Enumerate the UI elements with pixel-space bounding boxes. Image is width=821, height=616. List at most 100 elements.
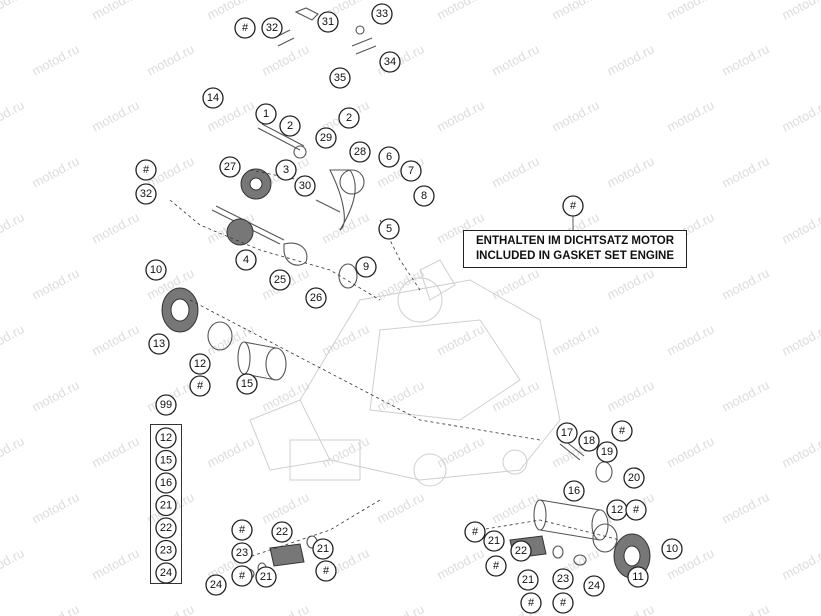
watermark-text: motod.ru — [374, 489, 426, 526]
watermark-text: motod.ru — [719, 377, 771, 414]
part-callout: 29 — [315, 127, 337, 149]
callout-circle — [236, 373, 258, 395]
part-callout: 22 — [271, 521, 293, 543]
callout-circle — [205, 574, 227, 596]
callout-number: 2 — [287, 120, 293, 132]
part-callout: 8 — [413, 185, 435, 207]
kit-callout-circle — [155, 427, 177, 449]
callout-number: 23 — [236, 547, 248, 559]
callout-number: 21 — [317, 543, 329, 555]
callout-circle — [378, 218, 400, 240]
watermark-text: motod.ru — [719, 41, 771, 78]
callout-circle — [623, 467, 645, 489]
callout-number: 20 — [628, 472, 640, 484]
callout-number: 34 — [384, 56, 396, 68]
kit-label: 99 — [155, 394, 177, 416]
part-callout: 15 — [236, 373, 258, 395]
callout-number: 21 — [488, 535, 500, 547]
callout-number: # — [143, 164, 150, 176]
part-callout: 21 — [312, 538, 334, 560]
gasket-set-note: ENTHALTEN IM DICHTSATZ MOTOR INCLUDED IN… — [463, 230, 687, 268]
part-callout: 12 — [189, 353, 211, 375]
callout-circle — [219, 156, 241, 178]
engine-ghost — [249, 259, 561, 487]
callout-circle — [329, 67, 351, 89]
part-callout: 16 — [563, 480, 585, 502]
watermark-text: motod.ru — [259, 601, 311, 616]
callout-number: # — [528, 597, 535, 609]
callout-circle — [135, 159, 157, 181]
callout-circle — [413, 185, 435, 207]
watermark-text: motod.ru — [29, 265, 81, 302]
note-line-2: INCLUDED IN GASKET SET ENGINE — [475, 250, 675, 262]
part-callout: 21 — [483, 530, 505, 552]
callout-circle — [556, 422, 578, 444]
callout-number: 30 — [299, 180, 311, 192]
callout-number: 9 — [363, 261, 369, 273]
callout-number: 5 — [386, 223, 392, 235]
callout-number: 22 — [515, 545, 527, 557]
callout-circle — [483, 530, 505, 552]
note-marker-text: # — [570, 200, 577, 212]
part-callout: 27 — [219, 156, 241, 178]
part-callout: 4 — [235, 249, 257, 271]
callout-circle — [145, 259, 167, 281]
part-callout: # — [189, 375, 211, 397]
kit-callout-circle — [155, 449, 177, 472]
callout-circle — [315, 560, 337, 582]
part-callout: 7 — [400, 160, 422, 182]
callout-circle — [355, 256, 377, 278]
watermark-text: motod.ru — [259, 41, 311, 78]
part-callout: 2 — [279, 115, 301, 137]
watermark-text: motod.ru — [89, 545, 141, 582]
part-callout: # — [485, 555, 507, 577]
callout-number: # — [560, 597, 567, 609]
callout-circle — [520, 592, 542, 614]
watermark-text: motod.ru — [434, 433, 486, 470]
part-callout: 10 — [145, 259, 167, 281]
callout-number: 32 — [140, 188, 152, 200]
part-callout: 23 — [552, 568, 574, 590]
watermark-text: motod.ru — [549, 0, 601, 23]
callout-circle — [255, 103, 277, 125]
part-callout: 26 — [305, 287, 327, 309]
callout-number: 17 — [561, 427, 573, 439]
kit-callout-number: 12 — [160, 432, 172, 444]
part-callout: # — [135, 159, 157, 181]
note-marker-circle — [562, 195, 584, 217]
callout-circle — [189, 353, 211, 375]
watermark-text: motod.ru — [604, 601, 656, 616]
callout-number: # — [493, 560, 500, 572]
watermark-text: motod.ru — [319, 209, 371, 246]
callout-circle — [338, 107, 360, 129]
callout-circle — [294, 175, 316, 197]
watermark-text: motod.ru — [664, 0, 716, 23]
callout-circle — [464, 521, 486, 543]
watermark-text: motod.ru — [0, 0, 27, 23]
callout-number: # — [239, 524, 246, 536]
kit-callout-circle — [155, 472, 177, 494]
watermark-text: motod.ru — [374, 265, 426, 302]
callout-circle — [563, 480, 585, 502]
callout-number: 29 — [320, 132, 332, 144]
note-line-1: ENTHALTEN IM DICHTSATZ MOTOR — [475, 235, 675, 247]
callout-number: 33 — [376, 8, 388, 20]
watermark-text: motod.ru — [779, 545, 821, 582]
part-callout: 5 — [378, 218, 400, 240]
callout-number: # — [472, 526, 479, 538]
kit-callout-number: 99 — [160, 399, 172, 411]
watermark-text: motod.ru — [549, 321, 601, 358]
part-callout: 30 — [294, 175, 316, 197]
watermark-text: motod.ru — [779, 321, 821, 358]
callout-circle — [596, 441, 618, 463]
part-callout: 2 — [338, 107, 360, 129]
watermark-text: motod.ru — [0, 321, 27, 358]
callout-number: 10 — [666, 543, 678, 555]
callout-circle — [234, 17, 256, 39]
watermark-text: motod.ru — [434, 545, 486, 582]
part-callout: # — [231, 565, 253, 587]
kit-callout-circle — [155, 494, 177, 517]
watermark-text: motod.ru — [0, 209, 27, 246]
callout-circle — [349, 141, 371, 163]
